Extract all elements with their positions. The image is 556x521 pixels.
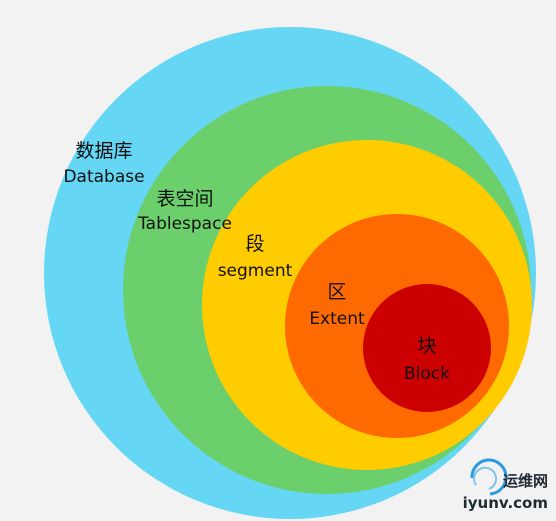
tablespace-label-en: Tablespace bbox=[137, 214, 232, 234]
watermark-url: iyunv.com bbox=[463, 494, 548, 512]
database-label-cn: 数据库 bbox=[75, 140, 132, 162]
database-label-en: Database bbox=[63, 167, 144, 187]
watermark-logo-icon bbox=[470, 458, 508, 496]
tablespace-label-cn: 表空间 bbox=[156, 188, 213, 210]
extent-label-cn: 区 bbox=[327, 281, 346, 303]
segment-label-cn: 段 bbox=[245, 233, 264, 255]
segment-label-en: segment bbox=[218, 261, 293, 281]
watermark: 运维网 iyunv.com bbox=[463, 458, 548, 512]
block-circle bbox=[363, 284, 491, 412]
block-label-cn: 块 bbox=[417, 335, 436, 357]
block-label-en: Block bbox=[404, 364, 450, 384]
extent-label-en: Extent bbox=[309, 309, 365, 329]
watermark-brand: 运维网 bbox=[503, 472, 548, 490]
